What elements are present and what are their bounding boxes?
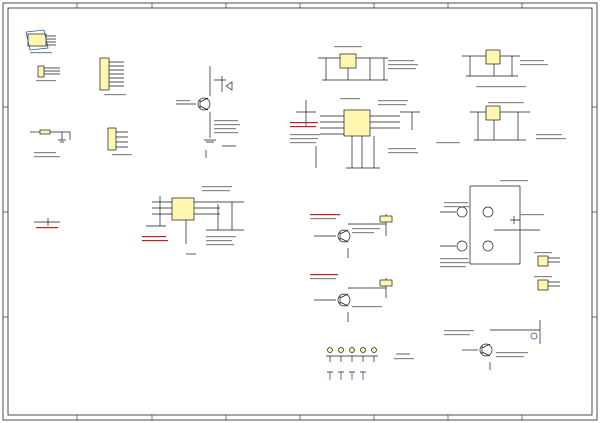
- regulator-u1: [318, 46, 418, 81]
- transistor-q8: [444, 320, 541, 370]
- driver-u5: [142, 186, 244, 255]
- pin-header-8: [99, 57, 126, 96]
- connector-j2: [534, 276, 560, 291]
- top-zone-ticks: [3, 3, 597, 420]
- regulator-u2: [462, 49, 548, 88]
- transistor-q2: [310, 214, 393, 258]
- pin-header-4: [107, 127, 132, 156]
- regulator-u4: [436, 102, 566, 144]
- net-label-left: [34, 218, 60, 229]
- connector-j1: [534, 252, 560, 267]
- usb-connector: [25, 29, 56, 54]
- controller-u3: [290, 98, 420, 169]
- pin-group-left: [36, 65, 60, 82]
- h-bridge: [440, 180, 544, 268]
- transistor-q3: [310, 274, 393, 322]
- led-array: [326, 347, 414, 380]
- sheet-inner-frame: [7, 7, 593, 416]
- resistor-r1: [30, 129, 71, 158]
- transistor-q1: [176, 66, 240, 158]
